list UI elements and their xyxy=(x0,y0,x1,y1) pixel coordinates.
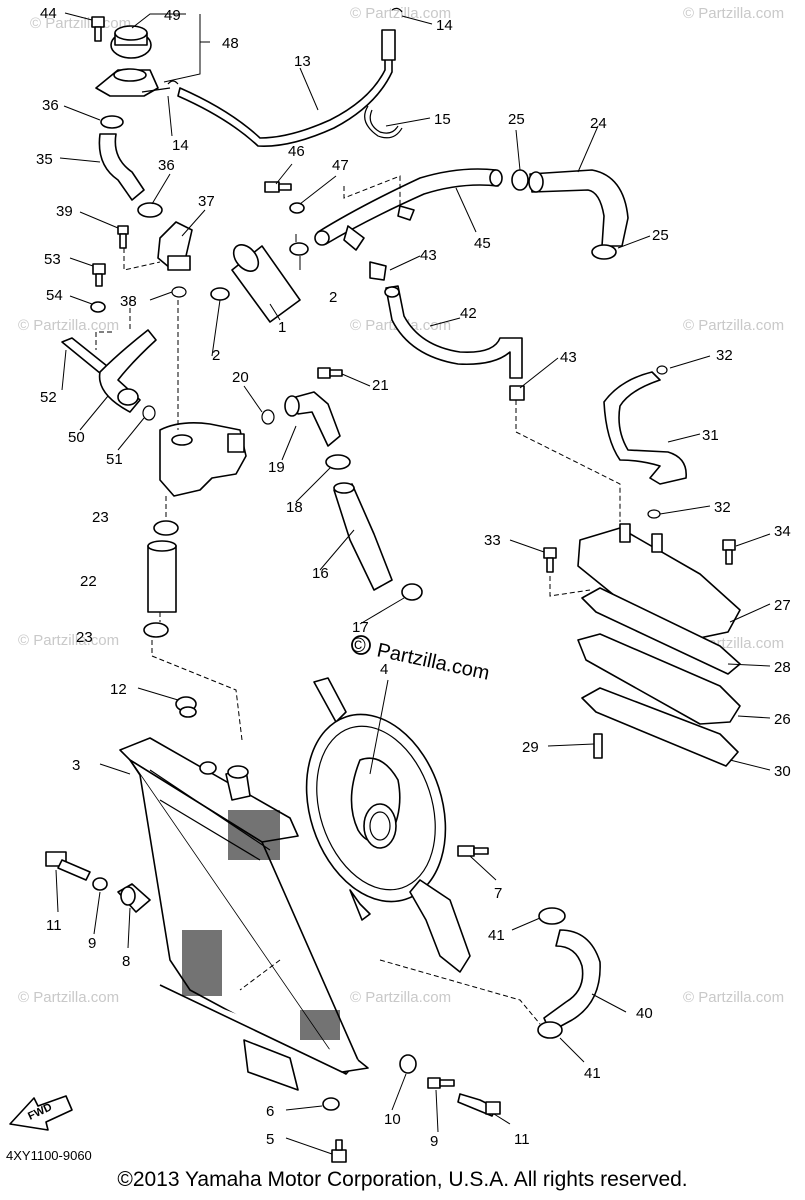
callout-26: 26 xyxy=(774,711,791,728)
callout-14: 14 xyxy=(436,17,453,34)
callout-28: 28 xyxy=(774,659,791,676)
callout-7: 7 xyxy=(494,885,502,902)
callout-4: 4 xyxy=(380,661,388,678)
callout-10: 10 xyxy=(384,1111,401,1128)
diagram-code: 4XY1100-9060 xyxy=(6,1148,92,1163)
callout-41: 41 xyxy=(584,1065,601,1082)
callout-23: 23 xyxy=(76,629,93,646)
callout-32: 32 xyxy=(716,347,733,364)
callout-35: 35 xyxy=(36,151,53,168)
callout-19: 19 xyxy=(268,459,285,476)
callout-8: 8 xyxy=(122,953,130,970)
callout-50: 50 xyxy=(68,429,85,446)
callout-29: 29 xyxy=(522,739,539,756)
watermark: © Partzilla.com xyxy=(18,632,119,649)
callout-43: 43 xyxy=(560,349,577,366)
callout-30: 30 xyxy=(774,763,791,780)
callout-3: 3 xyxy=(72,757,80,774)
callout-38: 38 xyxy=(120,293,137,310)
callout-11: 11 xyxy=(514,1131,530,1148)
callout-47: 47 xyxy=(332,157,349,174)
bypass-hose-13 xyxy=(177,7,403,147)
leader-lines xyxy=(55,12,771,1155)
callout-11: 11 xyxy=(46,917,62,934)
callout-27: 27 xyxy=(774,597,791,614)
watermark: © Partzilla.com xyxy=(683,317,784,334)
callout-37: 37 xyxy=(198,193,215,210)
hose-40 xyxy=(537,907,601,1039)
callout-40: 40 xyxy=(636,1005,653,1022)
watermark: © Partzilla.com xyxy=(30,15,131,32)
callout-53: 53 xyxy=(44,251,61,268)
callout-16: 16 xyxy=(312,565,329,582)
grommet-12 xyxy=(175,696,197,718)
watermark: © Partzilla.com xyxy=(18,317,119,334)
callout-23: 23 xyxy=(92,509,109,526)
callout-34: 34 xyxy=(774,523,791,540)
callout-45: 45 xyxy=(474,235,491,252)
outlet-elbow-19 xyxy=(284,367,423,601)
copyright-footer: ©2013 Yamaha Motor Corporation, U.S.A. A… xyxy=(117,1168,688,1191)
callout-32: 32 xyxy=(714,499,731,516)
callout-48: 48 xyxy=(222,35,239,52)
callout-14: 14 xyxy=(172,137,189,154)
callout-33: 33 xyxy=(484,532,501,549)
cylinder-head-cover-assembly xyxy=(543,365,741,767)
callout-20: 20 xyxy=(232,369,249,386)
callouts: 44 49 48 14 13 14 15 36 35 36 46 47 25 2… xyxy=(36,5,791,1150)
callout-36: 36 xyxy=(42,97,59,114)
radiator xyxy=(119,737,369,1091)
callout-31: 31 xyxy=(702,427,719,444)
callout-52: 52 xyxy=(40,389,57,406)
callout-5: 5 xyxy=(266,1131,274,1148)
bottom-fasteners xyxy=(322,1054,501,1163)
watermark: © Partzilla.com xyxy=(350,5,451,22)
callout-54: 54 xyxy=(46,287,63,304)
hose-22 xyxy=(143,520,179,638)
callout-44: 44 xyxy=(40,5,57,22)
callout-9: 9 xyxy=(430,1133,438,1150)
forward-arrow: FWD xyxy=(9,1095,73,1131)
callout-6: 6 xyxy=(266,1103,274,1120)
callout-46: 46 xyxy=(288,143,305,160)
coolant-pipe-45 xyxy=(264,105,503,281)
callout-42: 42 xyxy=(460,305,477,322)
callout-17: 17 xyxy=(352,619,369,636)
pipe-42 xyxy=(384,285,525,401)
watermark: © Partzilla.com xyxy=(683,5,784,22)
callout-15: 15 xyxy=(434,111,451,128)
radiator-fins xyxy=(182,810,340,1040)
callout-21: 21 xyxy=(372,377,389,394)
partzilla-brand: © Partzilla.com xyxy=(351,635,492,685)
radiator-hose-24 xyxy=(511,169,629,260)
hose-1 xyxy=(210,242,309,323)
callout-25: 25 xyxy=(652,227,669,244)
fan-assembly xyxy=(305,677,489,973)
brand-name: Partzilla.com xyxy=(375,639,492,684)
callout-2: 2 xyxy=(212,347,220,364)
callout-51: 51 xyxy=(106,451,123,468)
callout-41: 41 xyxy=(488,927,505,944)
callout-12: 12 xyxy=(110,681,127,698)
callout-22: 22 xyxy=(80,573,97,590)
callout-9: 9 xyxy=(88,935,96,952)
watermark: © Partzilla.com xyxy=(350,989,451,1006)
callout-36: 36 xyxy=(158,157,175,174)
brand-symbol: © xyxy=(351,635,366,657)
callout-1: 1 xyxy=(278,319,286,336)
callout-39: 39 xyxy=(56,203,73,220)
callout-25: 25 xyxy=(508,111,525,128)
watermark: © Partzilla.com xyxy=(18,989,119,1006)
callout-2: 2 xyxy=(329,289,337,306)
left-fasteners xyxy=(45,851,151,913)
callout-24: 24 xyxy=(590,115,607,132)
callout-43: 43 xyxy=(420,247,437,264)
callout-49: 49 xyxy=(164,7,181,24)
thermostat-housing xyxy=(159,409,275,497)
callout-13: 13 xyxy=(294,53,311,70)
callout-18: 18 xyxy=(286,499,303,516)
watermark: © Partzilla.com xyxy=(683,989,784,1006)
radiator-cap-assembly xyxy=(61,16,193,421)
